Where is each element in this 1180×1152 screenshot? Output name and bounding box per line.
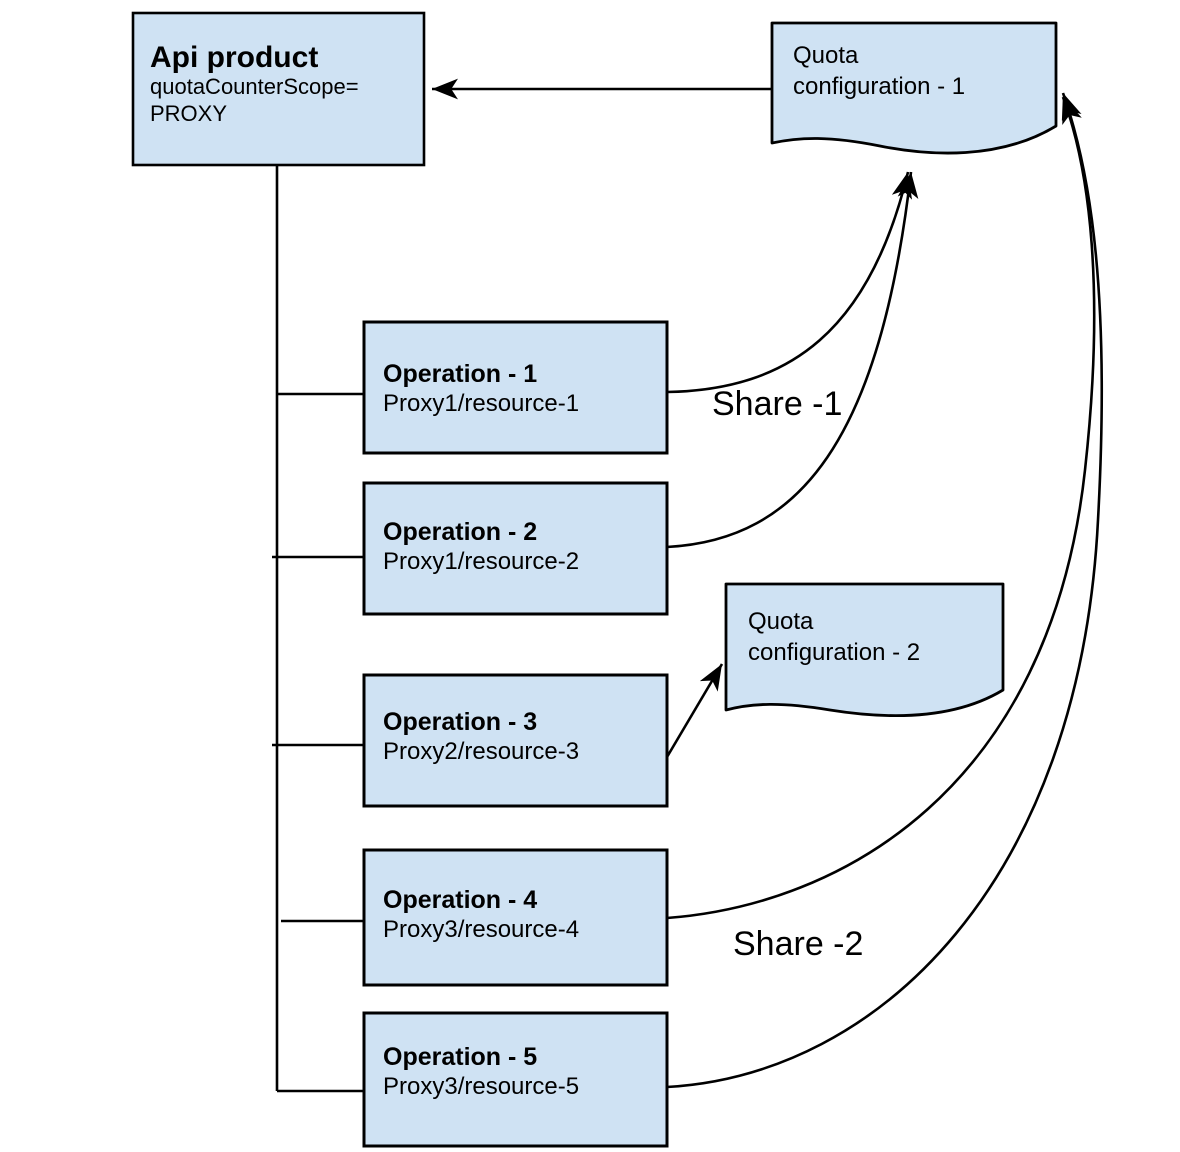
node-operation-2-shape[interactable] <box>362 481 669 616</box>
edge-operation-1-to-quota-1 <box>666 171 913 394</box>
edge-operation-5-to-quota-1 <box>666 92 1104 1089</box>
node-quota-configuration-2-shape[interactable] <box>724 582 1005 717</box>
edge-operation-3-to-quota-2 <box>665 663 724 758</box>
node-operation-3-shape[interactable] <box>362 673 669 808</box>
node-quota-configuration-1-shape[interactable] <box>770 21 1058 155</box>
edge-operation-2-to-quota-1 <box>666 171 919 549</box>
node-operation-1-shape[interactable] <box>362 320 669 455</box>
node-operation-4-shape[interactable] <box>362 848 669 987</box>
node-operation-5-shape[interactable] <box>362 1011 669 1148</box>
node-api-product-shape[interactable] <box>131 11 426 167</box>
edge-operation-4-to-quota-1 <box>666 96 1096 920</box>
